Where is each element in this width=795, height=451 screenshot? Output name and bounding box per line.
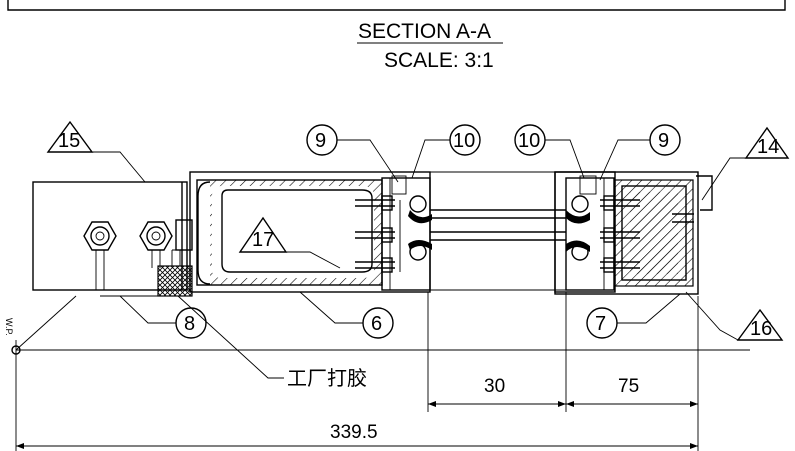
bolt-shank-right [151,250,161,268]
svg-text:10: 10 [518,130,540,152]
svg-text:8: 8 [184,313,195,335]
svg-text:9: 9 [315,130,326,152]
svg-text:9: 9 [658,130,669,152]
dim-total: 339.5 [330,422,378,443]
svg-text:W.P.: W.P. [4,318,14,336]
callout-14: 14 [701,126,790,201]
sealant-block [157,265,193,297]
scale-label: SCALE: 3:1 [384,49,494,72]
gaskets-left [408,195,432,261]
dim-75: 75 [618,376,639,397]
dim-30: 30 [484,376,505,397]
callout-10-left: 10 [411,124,481,179]
callout-10-right: 10 [514,124,585,179]
svg-text:6: 6 [371,313,382,335]
svg-text:16: 16 [750,318,772,340]
callout-7: 7 [586,293,681,339]
callout-17: 17 [238,216,341,269]
svg-text:7: 7 [595,313,606,335]
callout-6: 6 [299,291,394,339]
callout-9-left: 9 [306,124,399,183]
sealant-note: 工厂打胶 [287,366,367,390]
sealant-leader [177,295,284,379]
callout-8: 8 [119,295,207,339]
svg-text:17: 17 [252,229,274,251]
hex-bolt-right [139,221,173,251]
section-title: SECTION A-A [358,20,491,43]
glass-panes [430,171,566,291]
dimension-lines [15,292,699,451]
callout-9-right: 9 [599,124,681,181]
sealant-anchor [171,249,181,266]
callout-16: 16 [685,291,784,341]
right-hatched-block [554,171,713,295]
svg-text:14: 14 [757,136,779,158]
left-glazing-channel [355,175,431,291]
callout-15: 15 [46,120,146,183]
bolt-shank-left [95,250,105,290]
hex-bolt-left [83,221,117,251]
wp-datum: W.P. [4,295,750,360]
frame-top-line [7,0,786,11]
svg-text:15: 15 [58,130,80,152]
svg-text:10: 10 [453,130,475,152]
